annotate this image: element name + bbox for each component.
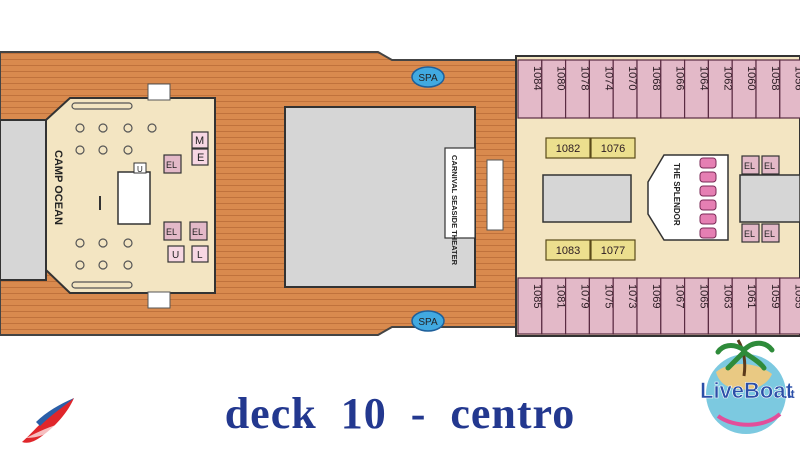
- liveboat-logo: LiveBoat .it: [700, 339, 795, 434]
- cabin-number: 1061: [745, 284, 757, 308]
- theater-label-box: [444, 147, 476, 239]
- cabin-1083[interactable]: [545, 239, 591, 261]
- svg-text:CAMP OCEAN: CAMP OCEAN: [52, 150, 64, 225]
- svg-text:EL: EL: [744, 161, 755, 171]
- inner-gray-left: [542, 174, 632, 223]
- svg-text:LiveBoat: LiveBoat: [700, 378, 794, 403]
- theater-label: CARNIVAL SEASIDE THEATER: [450, 155, 459, 266]
- cabin-number: 1075: [602, 284, 614, 308]
- theater-block: [284, 106, 476, 288]
- splendor-area: [647, 154, 729, 241]
- cabin-number: 1056: [793, 66, 800, 90]
- service-room-el-2: [163, 221, 182, 241]
- cabin-number: 1074: [602, 66, 614, 90]
- svg-text:THE SPLENDOR: THE SPLENDOR: [672, 163, 681, 226]
- service-room-u-small: [133, 162, 147, 174]
- central-stairs: [117, 171, 151, 225]
- cabin-number: 1068: [650, 66, 662, 90]
- carnival-logo: [22, 398, 74, 443]
- cabin-number: 1078: [579, 66, 591, 90]
- cabin-number: 1079: [579, 284, 591, 308]
- cabin-number: 1062: [721, 66, 733, 90]
- service-room-l: [191, 245, 209, 263]
- inner-cabins-top: 1082 1076: [545, 137, 636, 159]
- svg-text:U: U: [137, 165, 143, 174]
- cabin-1077[interactable]: [590, 239, 636, 261]
- cabin-number: 1082: [556, 143, 580, 155]
- svg-text:M: M: [195, 135, 204, 147]
- cabin-number: 1076: [601, 143, 625, 155]
- cabin-number: 1073: [626, 284, 638, 308]
- theater-stairs: [486, 159, 504, 231]
- svg-text:EL: EL: [744, 229, 755, 239]
- svg-text:EL: EL: [166, 160, 177, 170]
- left-gray-area: [0, 119, 47, 281]
- spa-badge-top[interactable]: SPA: [411, 66, 445, 88]
- service-room-el-3: [189, 221, 208, 241]
- el-room-r4: [761, 223, 780, 243]
- service-room-el-1: [163, 154, 182, 174]
- cabin-number: 1083: [556, 245, 580, 257]
- service-room-m: [191, 131, 209, 149]
- svg-text:U: U: [172, 250, 179, 261]
- stairs-top: [147, 83, 171, 101]
- cabin-1076[interactable]: [590, 137, 636, 159]
- inner-cabins-bottom: 1083 1077: [545, 239, 636, 261]
- cabin-number: 1058: [769, 66, 781, 90]
- splendor-seats: [699, 157, 717, 239]
- service-room-e: [191, 148, 209, 166]
- service-room-u: [167, 245, 185, 263]
- svg-text:.it: .it: [784, 387, 795, 401]
- svg-text:EL: EL: [192, 227, 203, 237]
- cabin-number: 1064: [698, 66, 710, 90]
- table-icons: [71, 102, 157, 289]
- svg-text:SPA: SPA: [418, 73, 438, 84]
- svg-text:L: L: [197, 250, 203, 261]
- cabin-number: 1070: [626, 66, 638, 90]
- cabin-number: 1077: [601, 245, 625, 257]
- cabin-number: 1059: [769, 284, 781, 308]
- cabin-number: 1066: [674, 66, 686, 90]
- camp-ocean-label: CAMP OCEAN: [52, 150, 64, 225]
- svg-text:EL: EL: [764, 229, 775, 239]
- cabin-number: 1085: [531, 284, 543, 308]
- bottom-cabin-row: 1085 1081 1079 1075 1073 1069 1067 1065 1063 1061…: [517, 277, 800, 335]
- el-room-r3: [741, 223, 760, 243]
- inner-gray-right: [739, 174, 800, 223]
- cabin-1056[interactable]: [779, 59, 800, 119]
- el-room-r2: [761, 155, 780, 175]
- cabin-1082[interactable]: [545, 137, 591, 159]
- cabin-number: 1084: [531, 66, 543, 90]
- spa-badge-bottom[interactable]: SPA: [411, 310, 445, 332]
- cabin-number: 1063: [721, 284, 733, 308]
- svg-text:E: E: [197, 152, 204, 164]
- splendor-label: THE SPLENDOR: [672, 163, 681, 226]
- svg-text:EL: EL: [764, 161, 775, 171]
- top-cabin-row: 1084 1080 1078 1074 1070 1068 1066 1064 1062 1060…: [517, 59, 800, 119]
- svg-text:EL: EL: [166, 227, 177, 237]
- cabin-number: 1069: [650, 284, 662, 308]
- cabin-number: 1080: [555, 66, 567, 90]
- cabin-number: 1060: [745, 66, 757, 90]
- svg-text:CARNIVAL SEASIDE THEATER: CARNIVAL SEASIDE THEATER: [450, 155, 459, 266]
- deck-caption: deck 10 - centro: [224, 389, 576, 438]
- cabin-number: 1065: [698, 284, 710, 308]
- svg-text:SPA: SPA: [418, 317, 438, 328]
- cabin-1055[interactable]: [779, 277, 800, 335]
- svg-text:EL: EL: [0, 0, 2, 1]
- cabin-number: 1055: [793, 284, 800, 308]
- stairs-bottom: [147, 291, 171, 309]
- el-room-r1: [741, 155, 760, 175]
- cabin-number: 1067: [674, 284, 686, 308]
- cabin-number: 1081: [555, 284, 567, 308]
